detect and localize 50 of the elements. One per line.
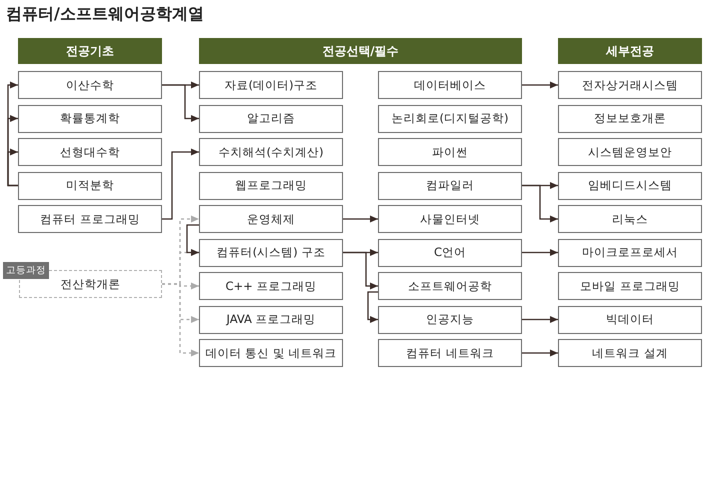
arrow: [162, 283, 199, 356]
column-header: 전공기초: [18, 38, 162, 64]
course-box: C++ 프로그래밍: [199, 272, 343, 300]
course-box: 미적분학: [18, 172, 162, 200]
course-box: 논리회로(디지털공학): [378, 104, 522, 132]
course-box: 이산수학: [18, 71, 162, 99]
course-box: JAVA 프로그래밍: [199, 306, 343, 334]
course-box: 모바일 프로그래밍: [558, 272, 702, 300]
course-box: 데이터베이스: [378, 71, 522, 99]
course-box: 전자상거래시스템: [558, 71, 702, 99]
course-box: 알고리즘: [199, 104, 343, 132]
course-box: 정보보호개론: [558, 104, 702, 132]
course-box: C언어: [378, 238, 522, 266]
course-box: 데이터 통신 및 네트워크: [199, 339, 343, 367]
course-box: 인공지능: [378, 306, 522, 334]
course-box: 파이썬: [378, 138, 522, 166]
course-box: 컴퓨터 네트워크: [378, 339, 522, 367]
course-box: 사물인터넷: [378, 205, 522, 233]
course-box: 컴퓨터 프로그래밍: [18, 205, 162, 233]
arrow: [162, 84, 199, 122]
course-box: 네트워크 설계: [558, 339, 702, 367]
column-header: 전공선택/필수: [199, 38, 522, 64]
course-box: 자료(데이터)구조: [199, 71, 343, 99]
course-box: 마이크로프로세서: [558, 238, 702, 266]
course-box: 수치해석(수치계산): [199, 138, 343, 166]
course-box: 웹프로그래밍: [199, 172, 343, 200]
course-box: 빅데이터: [558, 306, 702, 334]
arrow: [186, 224, 199, 256]
course-box: 운영체제: [199, 205, 343, 233]
level-badge: 고등과정: [3, 262, 49, 279]
arrow: [162, 148, 199, 220]
course-box: 컴파일러: [378, 172, 522, 200]
arrow: [367, 291, 378, 323]
column-header: 세부전공: [558, 38, 702, 64]
arrow: [7, 148, 18, 186]
course-box: 확률통계학: [18, 104, 162, 132]
arrow: [522, 184, 558, 222]
arrow: [343, 252, 378, 290]
course-box: 컴퓨터(시스템) 구조: [199, 238, 343, 266]
arrow: [522, 249, 558, 256]
course-box: 리눅스: [558, 205, 702, 233]
course-box: 시스템운영보안: [558, 138, 702, 166]
arrow: [343, 216, 378, 222]
diagram-title: 컴퓨터/소프트웨어공학계열: [6, 4, 204, 25]
arrow: [522, 350, 558, 356]
course-box: 선형대수학: [18, 138, 162, 166]
course-box: 임베디드시스템: [558, 172, 702, 200]
course-box: 소프트웨어공학: [378, 272, 522, 300]
arrow: [522, 82, 558, 88]
arrow: [522, 316, 558, 323]
